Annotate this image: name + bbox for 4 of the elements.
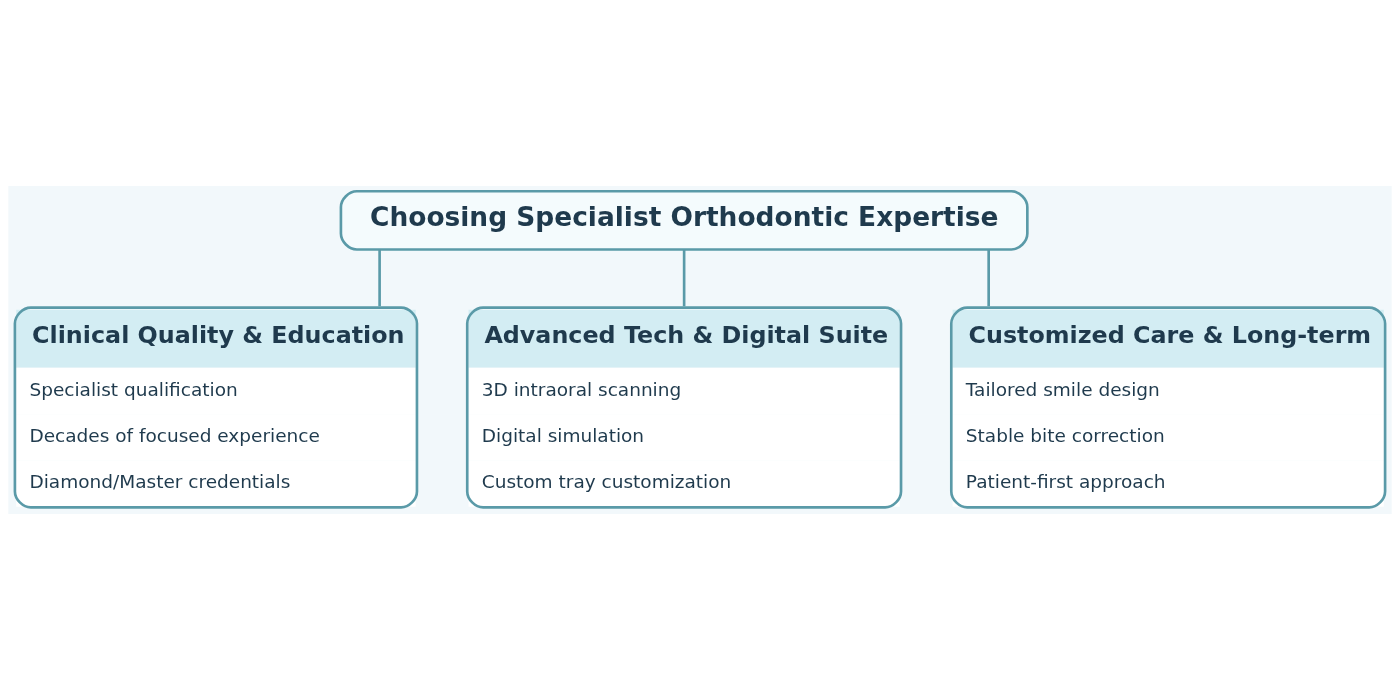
connector <box>378 249 381 307</box>
node-box: Choosing Specialist Orthodontic Expertise <box>339 189 1029 251</box>
connector <box>682 249 686 307</box>
connector <box>987 249 990 307</box>
